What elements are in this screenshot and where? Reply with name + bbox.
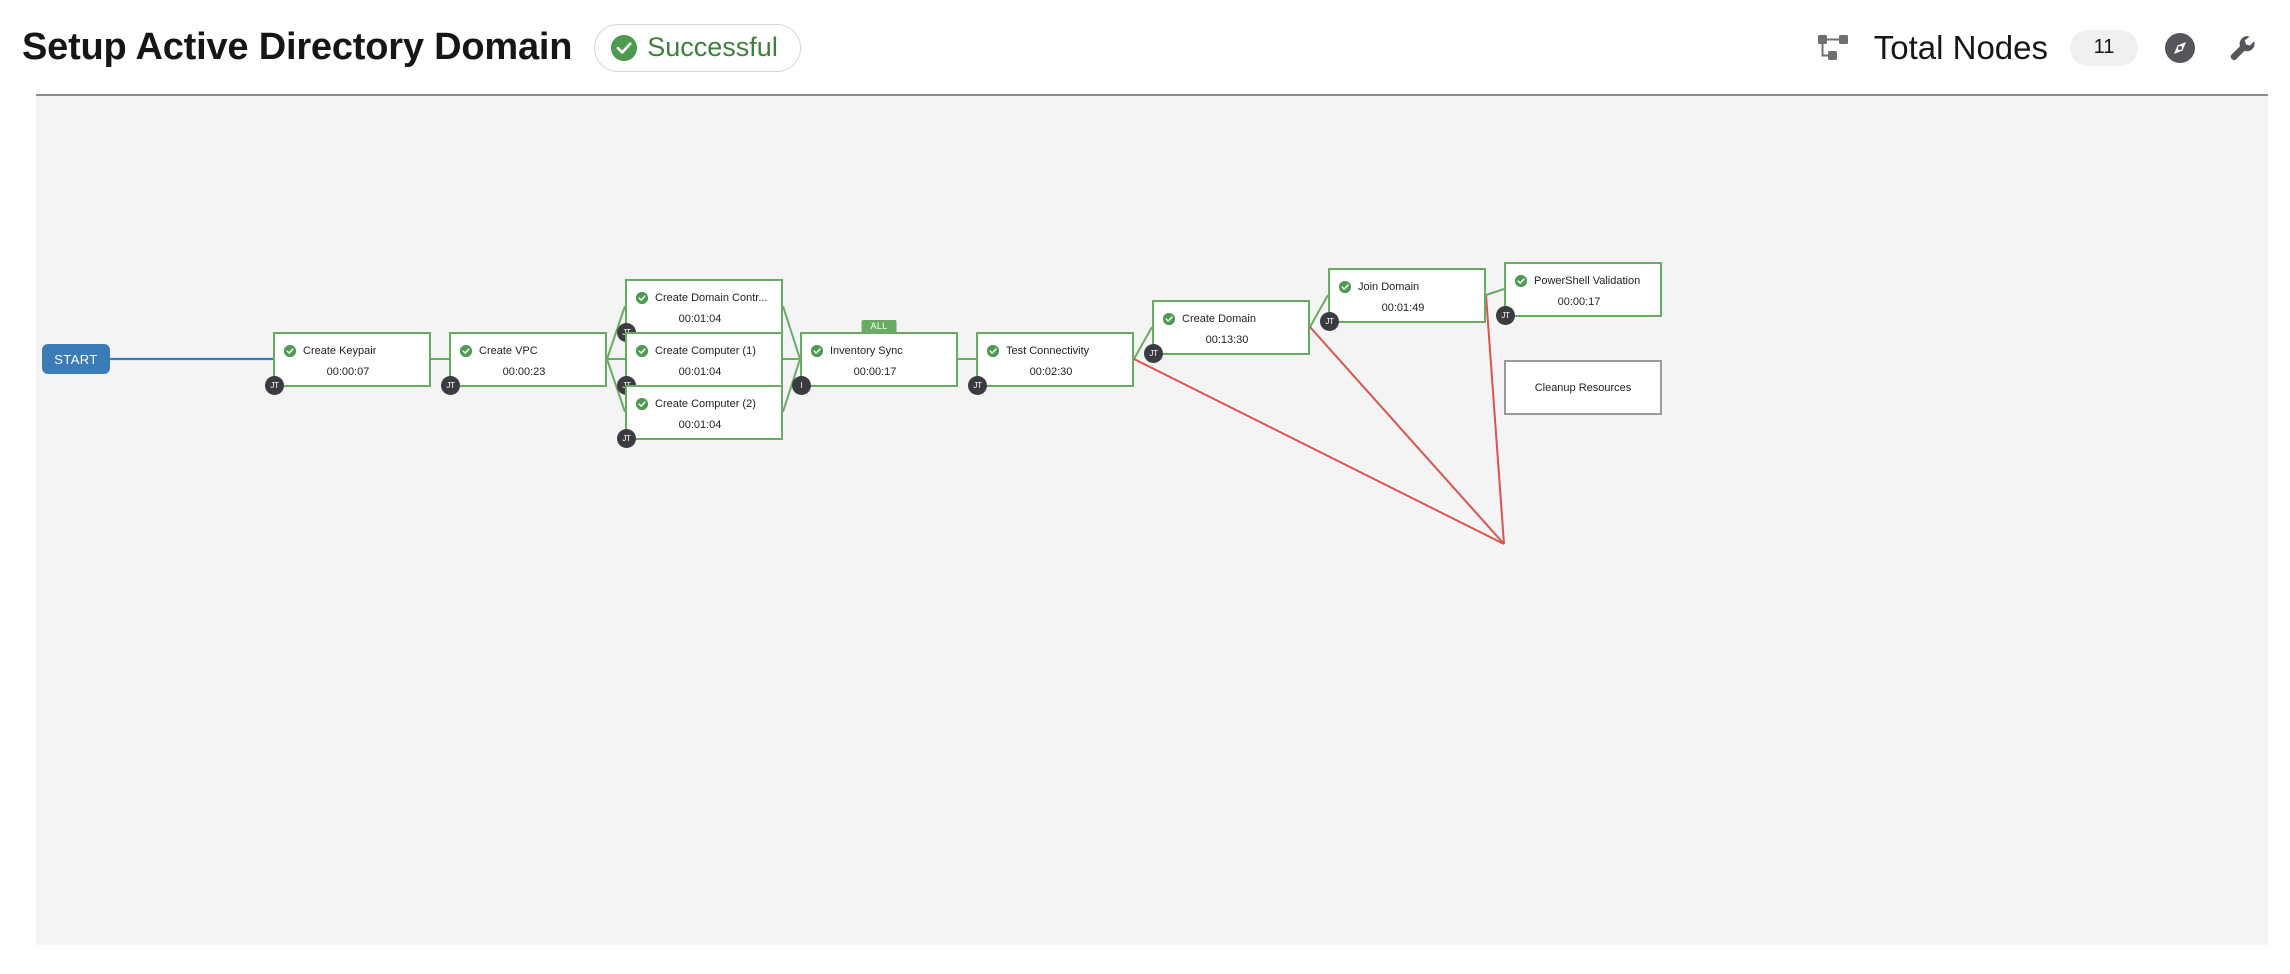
- workflow-node-test-connectivity[interactable]: Test Connectivity 00:02:30 JT: [968, 332, 1134, 395]
- workflow-node-create-keypair[interactable]: Create Keypair 00:00:07 JT: [265, 332, 431, 395]
- wrench-icon[interactable]: [2222, 28, 2262, 68]
- node-title: Inventory Sync: [830, 344, 903, 357]
- node-badge[interactable]: JT: [1144, 344, 1163, 363]
- hierarchy-icon: [1817, 33, 1852, 63]
- status-label: Successful: [647, 32, 778, 62]
- total-nodes-count: 11: [2070, 29, 2138, 66]
- check-circle-icon: [636, 397, 648, 410]
- node-elapsed-time: 00:01:49: [1381, 302, 1425, 314]
- node-elapsed-time: 00:00:17: [1557, 296, 1601, 308]
- workflow-node-join-domain[interactable]: Join Domain 00:01:49 JT: [1320, 268, 1486, 331]
- node-header: Create Computer (1): [627, 341, 781, 360]
- header-right-group: Total Nodes 11: [1817, 0, 2262, 95]
- node-header: Create VPC: [451, 341, 605, 360]
- node-elapsed-time: 00:02:30: [1029, 366, 1073, 378]
- node-title: Create Computer (1): [655, 344, 756, 357]
- node-title: Create Computer (2): [655, 397, 756, 410]
- node-header: Create Keypair: [275, 341, 429, 360]
- node-elapsed-time: 00:00:07: [326, 366, 370, 378]
- node-header: Create Computer (2): [627, 394, 781, 413]
- node-header: Test Connectivity: [978, 341, 1132, 360]
- node-badge[interactable]: I: [792, 376, 811, 395]
- node-badge[interactable]: JT: [1320, 312, 1339, 331]
- workflow-node-create-computer-2[interactable]: Create Computer (2) 00:01:04 JT: [617, 385, 783, 448]
- node-title: Create Domain: [1182, 312, 1256, 325]
- page-title: Setup Active Directory Domain: [22, 26, 573, 68]
- status-badge: Successful: [594, 23, 801, 72]
- node-title: Join Domain: [1358, 280, 1420, 293]
- node-elapsed-time: 00:01:04: [678, 366, 722, 378]
- node-title: PowerShell Validation: [1534, 274, 1641, 287]
- check-circle-icon: [811, 344, 823, 357]
- check-circle-icon: [636, 291, 648, 304]
- node-badge[interactable]: JT: [441, 376, 460, 395]
- node-header: Create Domain: [1154, 309, 1308, 328]
- check-circle-icon: [284, 344, 296, 357]
- start-node[interactable]: START: [42, 344, 110, 374]
- node-elapsed-time: 00:00:23: [502, 366, 546, 378]
- check-circle-icon: [1163, 312, 1175, 325]
- node-badge[interactable]: JT: [1496, 306, 1515, 325]
- node-header: Create Domain Contr...: [627, 288, 781, 307]
- check-circle-icon: [460, 344, 472, 357]
- node-elapsed-time: 00:01:04: [678, 419, 722, 431]
- node-badge[interactable]: JT: [968, 376, 987, 395]
- workflow-node-cleanup-resources[interactable]: Cleanup Resources: [1504, 360, 1662, 415]
- app-header: Setup Active Directory Domain Successful…: [0, 0, 2290, 97]
- node-title: Create VPC: [479, 344, 538, 357]
- check-circle-icon: [611, 34, 638, 61]
- node-header: Cleanup Resources: [1506, 382, 1660, 394]
- node-title: Test Connectivity: [1006, 344, 1090, 357]
- check-circle-icon: [1515, 274, 1527, 287]
- header-left-group: Setup Active Directory Domain Successful: [22, 23, 801, 72]
- node-title: Create Domain Contr...: [655, 291, 768, 304]
- node-badge[interactable]: JT: [265, 376, 284, 395]
- node-header: PowerShell Validation: [1506, 271, 1660, 290]
- workflow-node-create-domain[interactable]: Create Domain 00:13:30 JT: [1144, 300, 1310, 363]
- workflow-node-create-domain-controller[interactable]: Create Domain Contr... 00:01:04 JT: [617, 279, 783, 342]
- compass-icon[interactable]: [2160, 28, 2200, 68]
- node-elapsed-time: 00:01:04: [678, 313, 722, 325]
- node-title: Create Keypair: [303, 344, 377, 357]
- workflow-node-create-vpc[interactable]: Create VPC 00:00:23 JT: [441, 332, 607, 395]
- node-header: Inventory Sync: [802, 341, 956, 360]
- workflow-node-powershell-validation[interactable]: PowerShell Validation 00:00:17 JT: [1496, 262, 1662, 325]
- node-title: Cleanup Resources: [1534, 381, 1632, 394]
- node-elapsed-time: 00:13:30: [1205, 334, 1249, 346]
- total-nodes-label: Total Nodes: [1873, 28, 2048, 66]
- node-elapsed-time: 00:00:17: [853, 366, 897, 378]
- check-circle-icon: [987, 344, 999, 357]
- workflow-edges: [110, 288, 1505, 545]
- workflow-canvas[interactable]: START Create Keypair 00:00:07 JT Create …: [36, 96, 2268, 945]
- node-tag-all: ALL: [861, 320, 897, 333]
- node-badge[interactable]: JT: [617, 429, 636, 448]
- check-circle-icon: [636, 344, 648, 357]
- workflow-node-inventory-sync[interactable]: ALL Inventory Sync 00:00:17 I: [792, 320, 958, 395]
- workflow-node-create-computer-1[interactable]: Create Computer (1) 00:01:04 JT: [617, 332, 783, 395]
- check-circle-icon: [1339, 280, 1351, 293]
- header-divider: [36, 94, 2268, 97]
- node-header: Join Domain: [1330, 277, 1484, 296]
